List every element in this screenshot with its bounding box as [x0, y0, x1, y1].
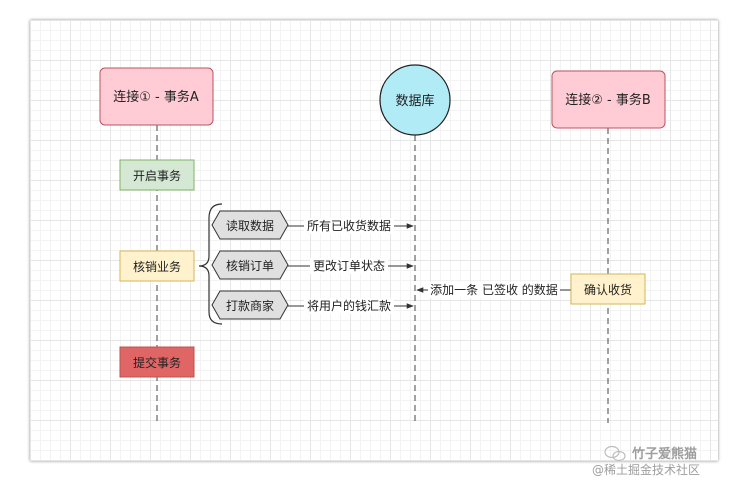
message-update: 更改订单状态 [288, 258, 414, 274]
participant-database[interactable]: 数据库 [379, 64, 451, 136]
substep-read-label: 读取数据 [226, 218, 274, 233]
message-insert: 添加一条 已签收 的数据 [416, 282, 571, 298]
participant-b[interactable]: 连接② - 事务B [551, 70, 666, 129]
substep-writeoff-label: 核销订单 [226, 259, 274, 273]
step-begin-label: 开启事务 [133, 168, 181, 183]
step-business-label: 核销业务 [133, 259, 181, 274]
message-transfer: 将用户的钱汇款 [288, 298, 414, 314]
step-begin-transaction[interactable]: 开启事务 [119, 159, 195, 191]
step-commit-label: 提交事务 [133, 355, 181, 370]
step-business[interactable]: 核销业务 [119, 250, 195, 282]
participant-a-label: 连接① - 事务A [113, 89, 199, 105]
message-update-label: 更改订单状态 [313, 259, 385, 273]
message-insert-label: 添加一条 已签收 的数据 [430, 282, 558, 297]
step-confirm-label: 确认收货 [584, 282, 632, 297]
step-commit-transaction[interactable]: 提交事务 [119, 346, 195, 378]
substep-pay-merchant[interactable]: 打款商家 [211, 290, 289, 320]
watermark-subtitle: @稀土掘金技术社区 [592, 462, 700, 477]
participant-database-label: 数据库 [395, 93, 434, 109]
watermark: 竹子爱熊猫 @稀土掘金技术社区 [592, 445, 700, 477]
substep-read-data[interactable]: 读取数据 [211, 210, 289, 240]
message-transfer-label: 将用户的钱汇款 [307, 298, 391, 313]
substep-pay-label: 打款商家 [226, 298, 274, 313]
substep-writeoff-order[interactable]: 核销订单 [211, 250, 289, 280]
wechat-icon [604, 445, 626, 462]
message-read-label: 所有已收货数据 [307, 218, 391, 233]
step-confirm-receipt[interactable]: 确认收货 [570, 273, 646, 305]
participant-b-label: 连接② - 事务B [565, 92, 651, 108]
message-read: 所有已收货数据 [288, 218, 414, 234]
watermark-title: 竹子爱熊猫 [631, 446, 697, 462]
participant-a[interactable]: 连接① - 事务A [99, 67, 214, 126]
brace [198, 203, 223, 325]
